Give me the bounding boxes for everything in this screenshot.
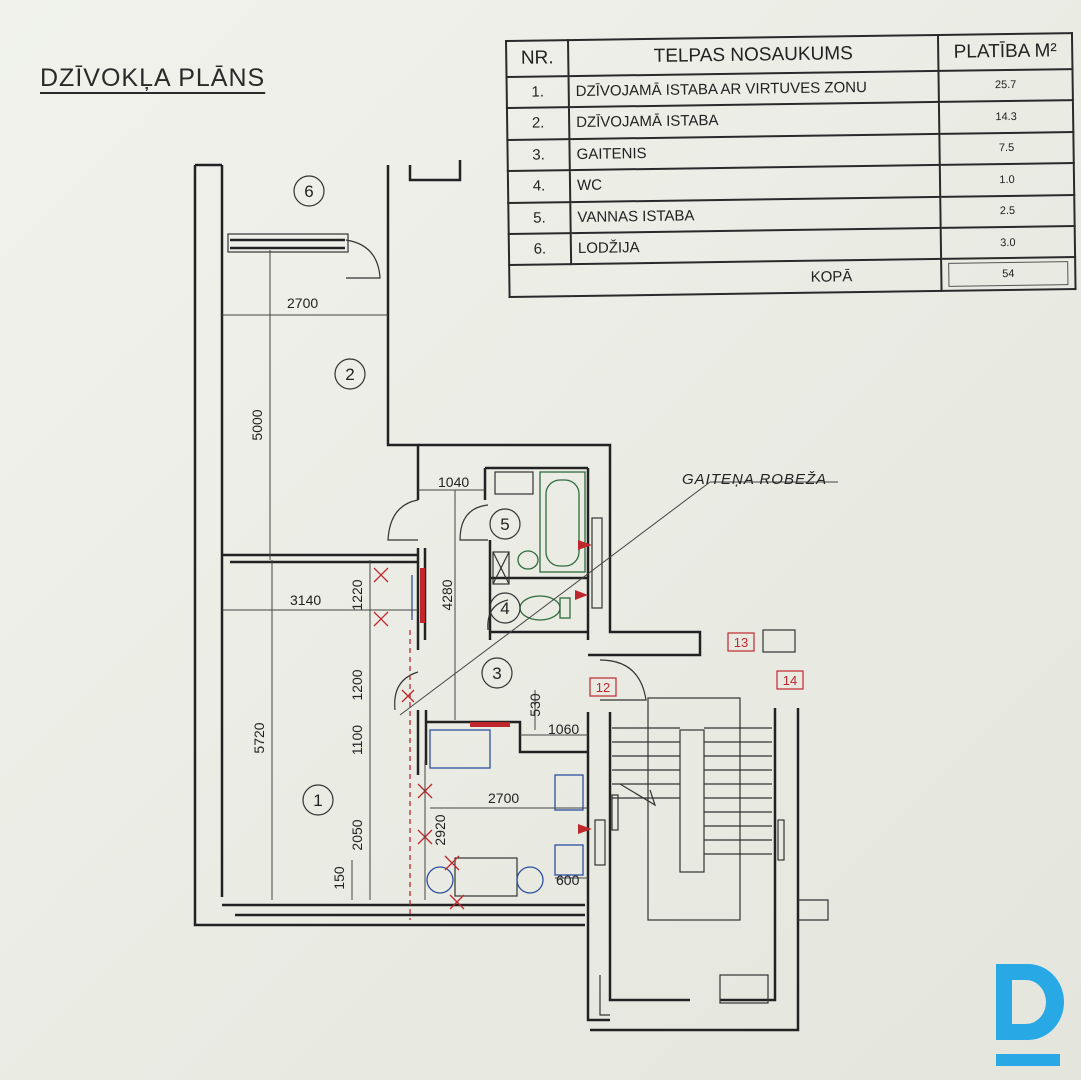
- arrow-mark: [575, 590, 588, 600]
- dim-label: 600: [556, 872, 580, 888]
- entrance-door: [599, 659, 647, 701]
- bathtub-inner: [545, 479, 580, 567]
- room-marker-1: 1: [313, 791, 322, 810]
- room-marker-circle: [489, 592, 521, 624]
- arrow-mark: [578, 824, 592, 834]
- staircase: [611, 629, 796, 921]
- dim-label: 2050: [349, 819, 365, 850]
- kitchen-sink: [554, 774, 584, 811]
- stair-wall-left-inner: [608, 712, 690, 1002]
- stair-outline: [647, 697, 741, 921]
- room-marker-2: 2: [345, 365, 354, 384]
- stairwell-labels: 12 13 14: [589, 632, 804, 697]
- dim-label: 3140: [290, 592, 321, 608]
- shaft-bath-x2: [492, 551, 510, 585]
- fixtures: [411, 471, 606, 897]
- dimension-labels: 2700 5000 1040 4280 3140 1220 1200 5720 …: [249, 295, 580, 890]
- stove: [554, 844, 584, 876]
- sink: [517, 550, 539, 570]
- red-wall-segment: [470, 722, 510, 727]
- dimension-lines: [222, 250, 838, 900]
- kitchen-table: [454, 857, 518, 897]
- room-marker-circle: [293, 175, 325, 207]
- x-mark: [373, 611, 389, 627]
- dim-label: 1220: [349, 579, 365, 610]
- room-markers: 6 2 5 4 3 1: [293, 175, 521, 816]
- dim-label: 2700: [488, 790, 519, 806]
- stair-arrow: [619, 783, 657, 807]
- wc-door: [487, 599, 509, 631]
- stair-rail-left: [611, 794, 619, 831]
- dim-label: 4280: [439, 579, 455, 610]
- chair: [426, 866, 454, 894]
- loggia-door: [345, 239, 381, 279]
- x-mark: [449, 894, 465, 910]
- room-marker-6: 6: [304, 182, 313, 201]
- corridor-boundary-annotation: GAITEŅA ROBEŽA: [682, 471, 827, 488]
- corridor-right-wall: [418, 443, 702, 657]
- kitchen-door: [394, 671, 419, 711]
- red-wall-segment: [420, 568, 425, 623]
- stair-label-12: 12: [596, 680, 610, 695]
- dim-label: 2920: [432, 814, 448, 845]
- demolition-marks: [373, 540, 592, 920]
- dim-label: 1100: [349, 725, 365, 755]
- stair-rail-right: [777, 819, 785, 861]
- washing-machine: [494, 471, 534, 495]
- shaft-box: [762, 629, 796, 653]
- stair-wall-right: [720, 708, 777, 1002]
- shaft-bath: [492, 551, 510, 585]
- x-mark: [444, 855, 460, 871]
- room-marker-4: 4: [500, 599, 509, 618]
- stair-landing-window: [719, 974, 769, 1004]
- stair-label-14: 14: [783, 673, 797, 688]
- balcony-stub: [798, 899, 829, 921]
- doors: [345, 239, 647, 711]
- brand-logo-icon: [996, 964, 1064, 1066]
- room-marker-3: 3: [492, 664, 501, 683]
- loggia-rail: [227, 233, 349, 253]
- dim-label: 5720: [251, 722, 267, 753]
- dim-label: 1200: [349, 669, 365, 700]
- bottom-stub: [599, 975, 610, 1016]
- chair: [516, 866, 544, 894]
- dim-label: 2700: [287, 295, 318, 311]
- room-marker-circle: [302, 784, 334, 816]
- stair-label-box: [727, 632, 755, 652]
- toilet-tank: [559, 597, 571, 619]
- room-marker-circle: [334, 358, 366, 390]
- stair-label-box: [589, 677, 617, 697]
- arrow-mark: [578, 540, 592, 550]
- stair-well: [679, 729, 705, 873]
- radiator-window: [594, 819, 606, 866]
- walls: [193, 160, 829, 1032]
- room-marker-5: 5: [500, 515, 509, 534]
- loggia-right-wall: [386, 165, 420, 500]
- stair-label-box: [776, 670, 804, 690]
- radiator-bath: [591, 517, 603, 609]
- dim-label: 1060: [548, 721, 579, 737]
- dim-label: 150: [331, 866, 347, 890]
- loggia-right-wall-outer: [408, 160, 462, 182]
- left-wall-outer: [193, 165, 585, 927]
- room-marker-circle: [481, 657, 513, 689]
- bathtub: [539, 471, 586, 573]
- stair-wall-left: [586, 712, 610, 1022]
- stair-label-13: 13: [734, 635, 748, 650]
- x-mark: [401, 689, 415, 703]
- kitchen-counter: [429, 729, 491, 769]
- plan-title: DZĪVOKĻA PLĀNS: [40, 64, 266, 92]
- room2-door: [387, 499, 419, 541]
- bath-door: [459, 504, 489, 541]
- dim-label: 5000: [249, 409, 265, 440]
- room-marker-circle: [489, 508, 521, 540]
- dim-label: 530: [527, 693, 543, 717]
- leader-line: [399, 481, 711, 716]
- stair-wall-right-outer: [590, 708, 800, 1032]
- x-mark: [373, 567, 389, 583]
- dim-label: 1040: [438, 474, 469, 490]
